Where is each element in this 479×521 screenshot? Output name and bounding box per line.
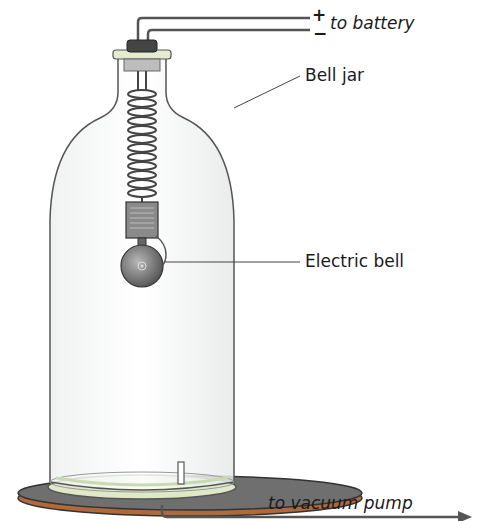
part-label: Electric bell	[305, 252, 404, 271]
bell-center-dot	[141, 265, 144, 268]
leader-line	[164, 262, 300, 263]
bell-jar	[50, 58, 234, 490]
bell-mechanism	[126, 202, 158, 238]
battery-wires	[138, 18, 310, 42]
stopper	[127, 40, 157, 52]
leader-line	[234, 76, 300, 108]
spring-coil	[128, 71, 156, 202]
terminal-minus: −	[313, 24, 327, 43]
bell-center	[138, 262, 146, 270]
jar-rim	[50, 472, 234, 492]
terminal-plus: +	[312, 6, 326, 25]
jar-rim-inner	[56, 478, 228, 485]
pump-label: to vacuum pump	[268, 494, 413, 513]
part-label: Bell jar	[305, 66, 364, 85]
battery-label: to battery	[330, 14, 415, 33]
base-post	[178, 462, 184, 484]
arrow-head	[458, 511, 472, 521]
stopper-plug	[124, 59, 160, 71]
electric-bell	[121, 245, 163, 287]
mechanism-coil-lines	[130, 208, 154, 228]
